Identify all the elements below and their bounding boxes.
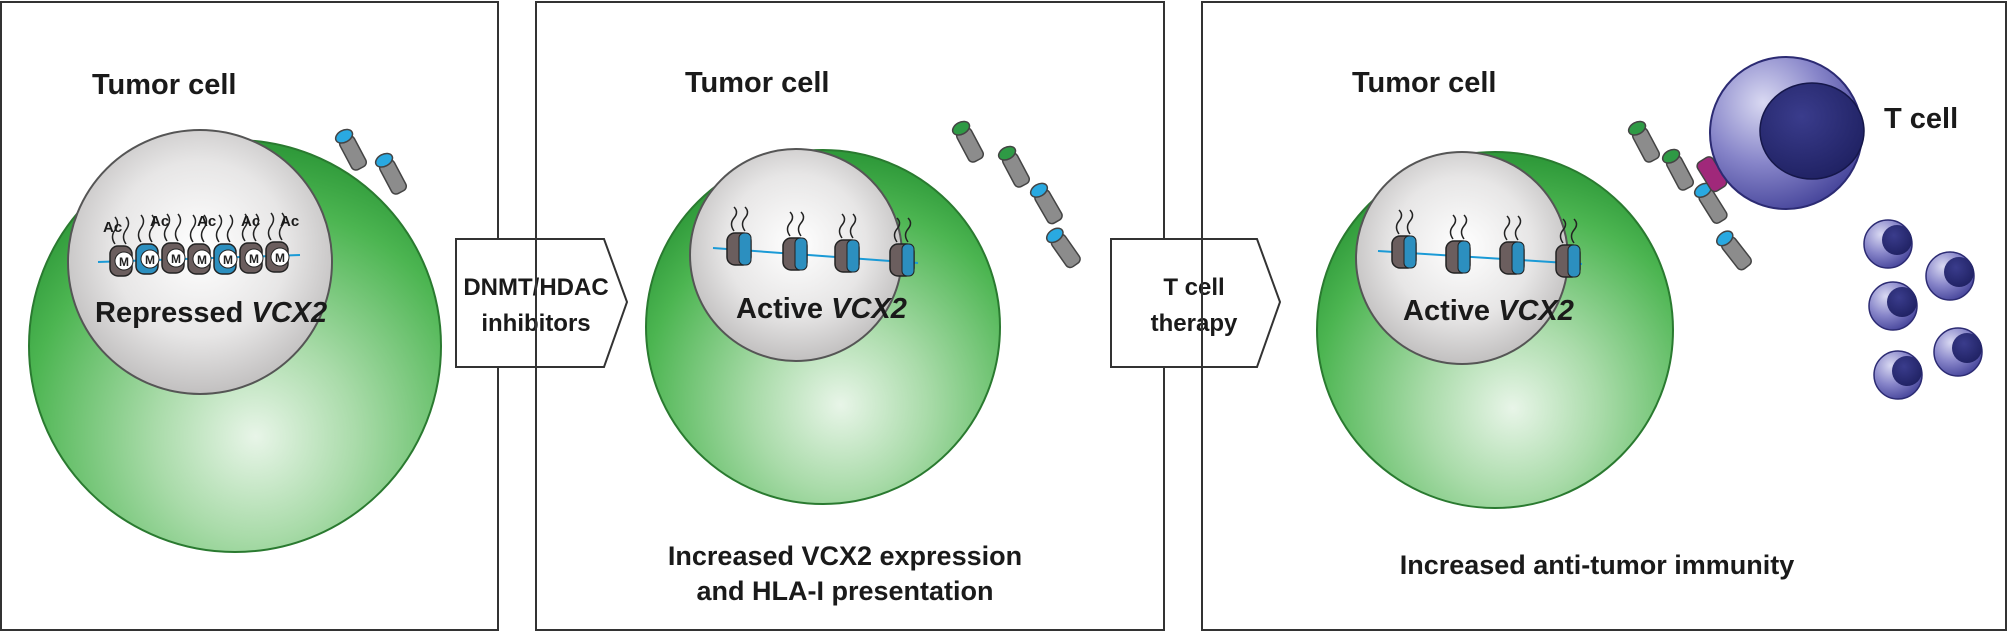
mhc-molecule (1029, 182, 1063, 225)
panel-caption-line1: Increased VCX2 expression (668, 541, 1022, 571)
mhc-molecule (334, 128, 368, 171)
gene-name: VCX2 (1498, 295, 1574, 327)
nucleosome (782, 237, 808, 271)
nucleus-label: Active VCX2 (1403, 295, 1574, 327)
methyl-mark: M (145, 253, 155, 267)
mhc-molecule (1716, 230, 1752, 271)
gene-state: Active (1403, 295, 1490, 327)
panel-caption: Increased anti-tumor immunity (1400, 550, 1795, 580)
methyl-mark: M (249, 252, 259, 266)
nucleosome (889, 243, 915, 277)
mhc-molecule (1045, 227, 1081, 269)
nucleosome: M (239, 242, 264, 274)
nucleosome (1555, 244, 1581, 278)
histone-tails (111, 212, 286, 245)
t-cell (1709, 56, 1865, 210)
nucleosome: M (161, 242, 186, 274)
panel-activated: Tumor cell (535, 1, 1165, 631)
arrow-label-line1: T cell (1163, 274, 1224, 301)
nucleosome (834, 239, 860, 273)
nucleosome: M (265, 241, 290, 273)
gene-state: Repressed (95, 297, 243, 329)
mhc-molecule (1661, 148, 1695, 191)
panel-frame (1201, 1, 2007, 631)
methyl-mark: M (197, 253, 207, 267)
panel-caption-line2: and HLA-I presentation (696, 576, 993, 606)
nucleosome: M (213, 243, 238, 275)
nucleosome (1445, 240, 1471, 274)
nucleosome: M (109, 245, 134, 277)
acetyl-mark: Ac (197, 213, 216, 230)
methyl-mark: M (275, 251, 285, 265)
methyl-mark: M (171, 252, 181, 266)
small-t-cell (1868, 281, 1918, 331)
methylated-chromatin: M M M M M M M Ac Ac Ac Ac Ac (97, 212, 301, 277)
mhc-molecule (1627, 120, 1661, 163)
step-arrow-treatment: DNMT/HDAC inhibitors (455, 238, 629, 368)
tumor-cell-label: Tumor cell (92, 69, 237, 101)
small-t-cell (1933, 327, 1983, 377)
nucleosome (1499, 241, 1525, 275)
nucleus-label: Active VCX2 (736, 293, 907, 325)
small-t-cell (1925, 251, 1975, 301)
tumor-cell-label: Tumor cell (685, 67, 830, 99)
small-t-cell (1873, 350, 1923, 400)
histone-tails (730, 206, 912, 243)
methyl-mark: M (119, 255, 129, 269)
arrow-label-line2: therapy (1151, 310, 1238, 337)
mhc-molecule (997, 145, 1031, 188)
t-cell-label: T cell (1884, 103, 1958, 135)
acetyl-mark: Ac (280, 213, 299, 230)
panel-immunity: Tumor cell (1201, 1, 2007, 631)
nucleosome (1391, 235, 1417, 269)
nucleosome (726, 232, 752, 266)
panel-repressed: Tumor cell M M M M M M M (0, 1, 499, 631)
acetyl-mark: Ac (241, 213, 260, 230)
nucleosome: M (187, 243, 212, 275)
nucleosome: M (135, 243, 160, 275)
step-arrow-therapy: T cell therapy (1110, 238, 1282, 368)
methyl-mark: M (223, 253, 233, 267)
mhc-molecule (951, 120, 985, 163)
gene-state: Active (736, 293, 823, 325)
acetyl-mark: Ac (150, 213, 169, 230)
histone-tails (1395, 209, 1578, 244)
acetyl-mark: Ac (103, 219, 122, 236)
mhc-molecule (1693, 182, 1728, 224)
small-t-cell (1863, 219, 1913, 269)
open-chromatin (712, 206, 919, 277)
gene-name: VCX2 (831, 293, 907, 325)
open-chromatin (1377, 209, 1583, 278)
gene-name: VCX2 (251, 297, 327, 329)
tumor-cell-label: Tumor cell (1352, 67, 1497, 99)
mhc-molecule (374, 152, 408, 195)
nucleus-label: Repressed VCX2 (95, 297, 327, 329)
